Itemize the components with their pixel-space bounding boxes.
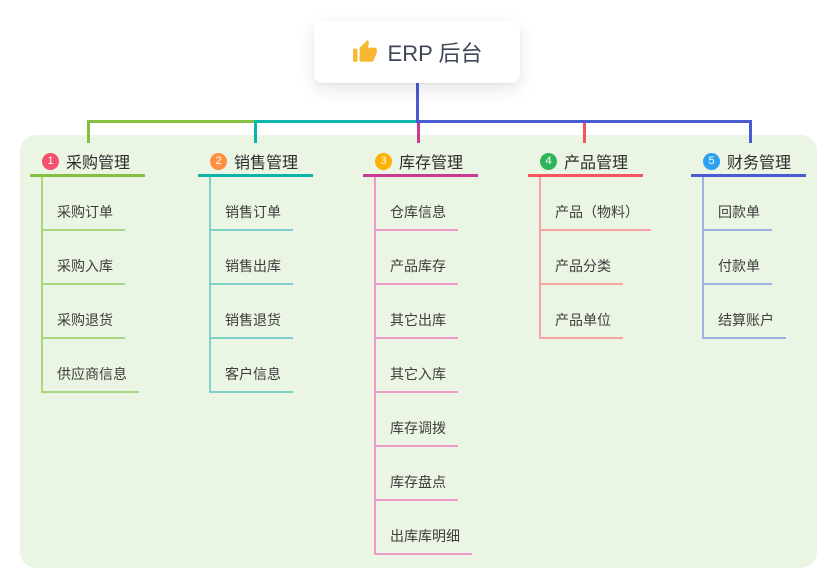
child-node[interactable]: 销售出库 xyxy=(209,257,293,285)
child-node[interactable]: 销售订单 xyxy=(209,203,293,231)
root-node[interactable]: ERP 后台 xyxy=(314,21,520,83)
trunk-connector xyxy=(416,83,419,123)
branch-node-4[interactable]: 4 产品管理 xyxy=(528,148,643,177)
branch-number-badge: 2 xyxy=(210,152,227,170)
child-node[interactable]: 库存调拨 xyxy=(374,419,458,447)
child-node[interactable]: 采购退货 xyxy=(41,311,125,339)
branch-children-connector xyxy=(374,177,376,555)
branch-drop-connector xyxy=(417,123,420,143)
branch-title-label: 销售管理 xyxy=(234,155,299,172)
child-row: 付款单 xyxy=(691,231,839,285)
branch-1: 1 采购管理采购订单采购入库采购退货供应商信息 xyxy=(30,148,192,393)
branch-drop-connector xyxy=(749,120,752,143)
branches-panel xyxy=(20,135,817,568)
branch-number-badge: 4 xyxy=(540,152,557,170)
branch-node-3[interactable]: 3 库存管理 xyxy=(363,148,478,177)
branch-drop-connector xyxy=(583,123,586,143)
root-title: ERP 后台 xyxy=(387,41,483,66)
child-node[interactable]: 出库库明细 xyxy=(374,527,472,555)
branch-children-connector xyxy=(702,177,704,339)
child-node[interactable]: 结算账户 xyxy=(702,311,786,339)
child-node[interactable]: 付款单 xyxy=(702,257,772,285)
branch-4: 4 产品管理产品（物料） 产品分类产品单位 xyxy=(528,148,690,339)
child-node[interactable]: 采购订单 xyxy=(41,203,125,231)
branch-title-label: 产品管理 xyxy=(564,155,629,172)
branch-number-badge: 3 xyxy=(375,152,392,170)
child-node[interactable]: 客户信息 xyxy=(209,365,293,393)
child-row: 销售订单 xyxy=(198,177,360,231)
branch-drop-connector xyxy=(254,120,257,143)
child-node[interactable]: 产品单位 xyxy=(539,311,623,339)
child-row: 客户信息 xyxy=(198,339,360,393)
child-row: 销售退货 xyxy=(198,285,360,339)
child-row: 库存调拨 xyxy=(363,393,525,447)
child-row: 产品分类 xyxy=(528,231,690,285)
child-node[interactable]: 供应商信息 xyxy=(41,365,139,393)
child-row: 采购退货 xyxy=(30,285,192,339)
child-row: 仓库信息 xyxy=(363,177,525,231)
child-row: 供应商信息 xyxy=(30,339,192,393)
child-node[interactable]: 回款单 xyxy=(702,203,772,231)
branch-title-label: 库存管理 xyxy=(399,155,464,172)
branch-number-badge: 5 xyxy=(703,152,720,170)
child-node[interactable]: 库存盘点 xyxy=(374,473,458,501)
branch-node-1[interactable]: 1 采购管理 xyxy=(30,148,145,177)
child-row: 回款单 xyxy=(691,177,839,231)
branch-children-connector xyxy=(539,177,541,339)
child-row: 其它入库 xyxy=(363,339,525,393)
child-node[interactable]: 产品库存 xyxy=(374,257,458,285)
branch-node-5[interactable]: 5 财务管理 xyxy=(691,148,806,177)
branch-title-label: 财务管理 xyxy=(727,155,792,172)
branch-2: 2 销售管理销售订单销售出库销售退货客户信息 xyxy=(198,148,360,393)
child-node[interactable]: 销售退货 xyxy=(209,311,293,339)
branch-5: 5 财务管理回款单付款单结算账户 xyxy=(691,148,839,339)
child-row: 库存盘点 xyxy=(363,447,525,501)
child-node[interactable]: 产品分类 xyxy=(539,257,623,285)
child-row: 产品单位 xyxy=(528,285,690,339)
branch-number-badge: 1 xyxy=(42,152,59,170)
child-row: 出库库明细 xyxy=(363,501,525,555)
child-row: 采购入库 xyxy=(30,231,192,285)
child-node[interactable]: 采购入库 xyxy=(41,257,125,285)
bus-segment xyxy=(254,120,418,123)
child-node[interactable]: 其它入库 xyxy=(374,365,458,393)
thumbs-up-icon xyxy=(352,39,378,65)
branch-node-2[interactable]: 2 销售管理 xyxy=(198,148,313,177)
child-row: 其它出库 xyxy=(363,285,525,339)
branch-title-label: 采购管理 xyxy=(66,155,131,172)
child-row: 采购订单 xyxy=(30,177,192,231)
bus-segment xyxy=(416,120,752,123)
child-row: 结算账户 xyxy=(691,285,839,339)
child-row: 产品（物料） xyxy=(528,177,690,231)
child-row: 产品库存 xyxy=(363,231,525,285)
branch-children-connector xyxy=(209,177,211,393)
child-node[interactable]: 其它出库 xyxy=(374,311,458,339)
branch-3: 3 库存管理仓库信息产品库存其它出库其它入库库存调拨库存盘点出库库明细 xyxy=(363,148,525,555)
branch-children-connector xyxy=(41,177,43,393)
child-row: 销售出库 xyxy=(198,231,360,285)
bus-segment xyxy=(87,120,256,123)
branch-drop-connector xyxy=(87,120,90,143)
child-node[interactable]: 仓库信息 xyxy=(374,203,458,231)
child-node[interactable]: 产品（物料） xyxy=(539,203,651,231)
